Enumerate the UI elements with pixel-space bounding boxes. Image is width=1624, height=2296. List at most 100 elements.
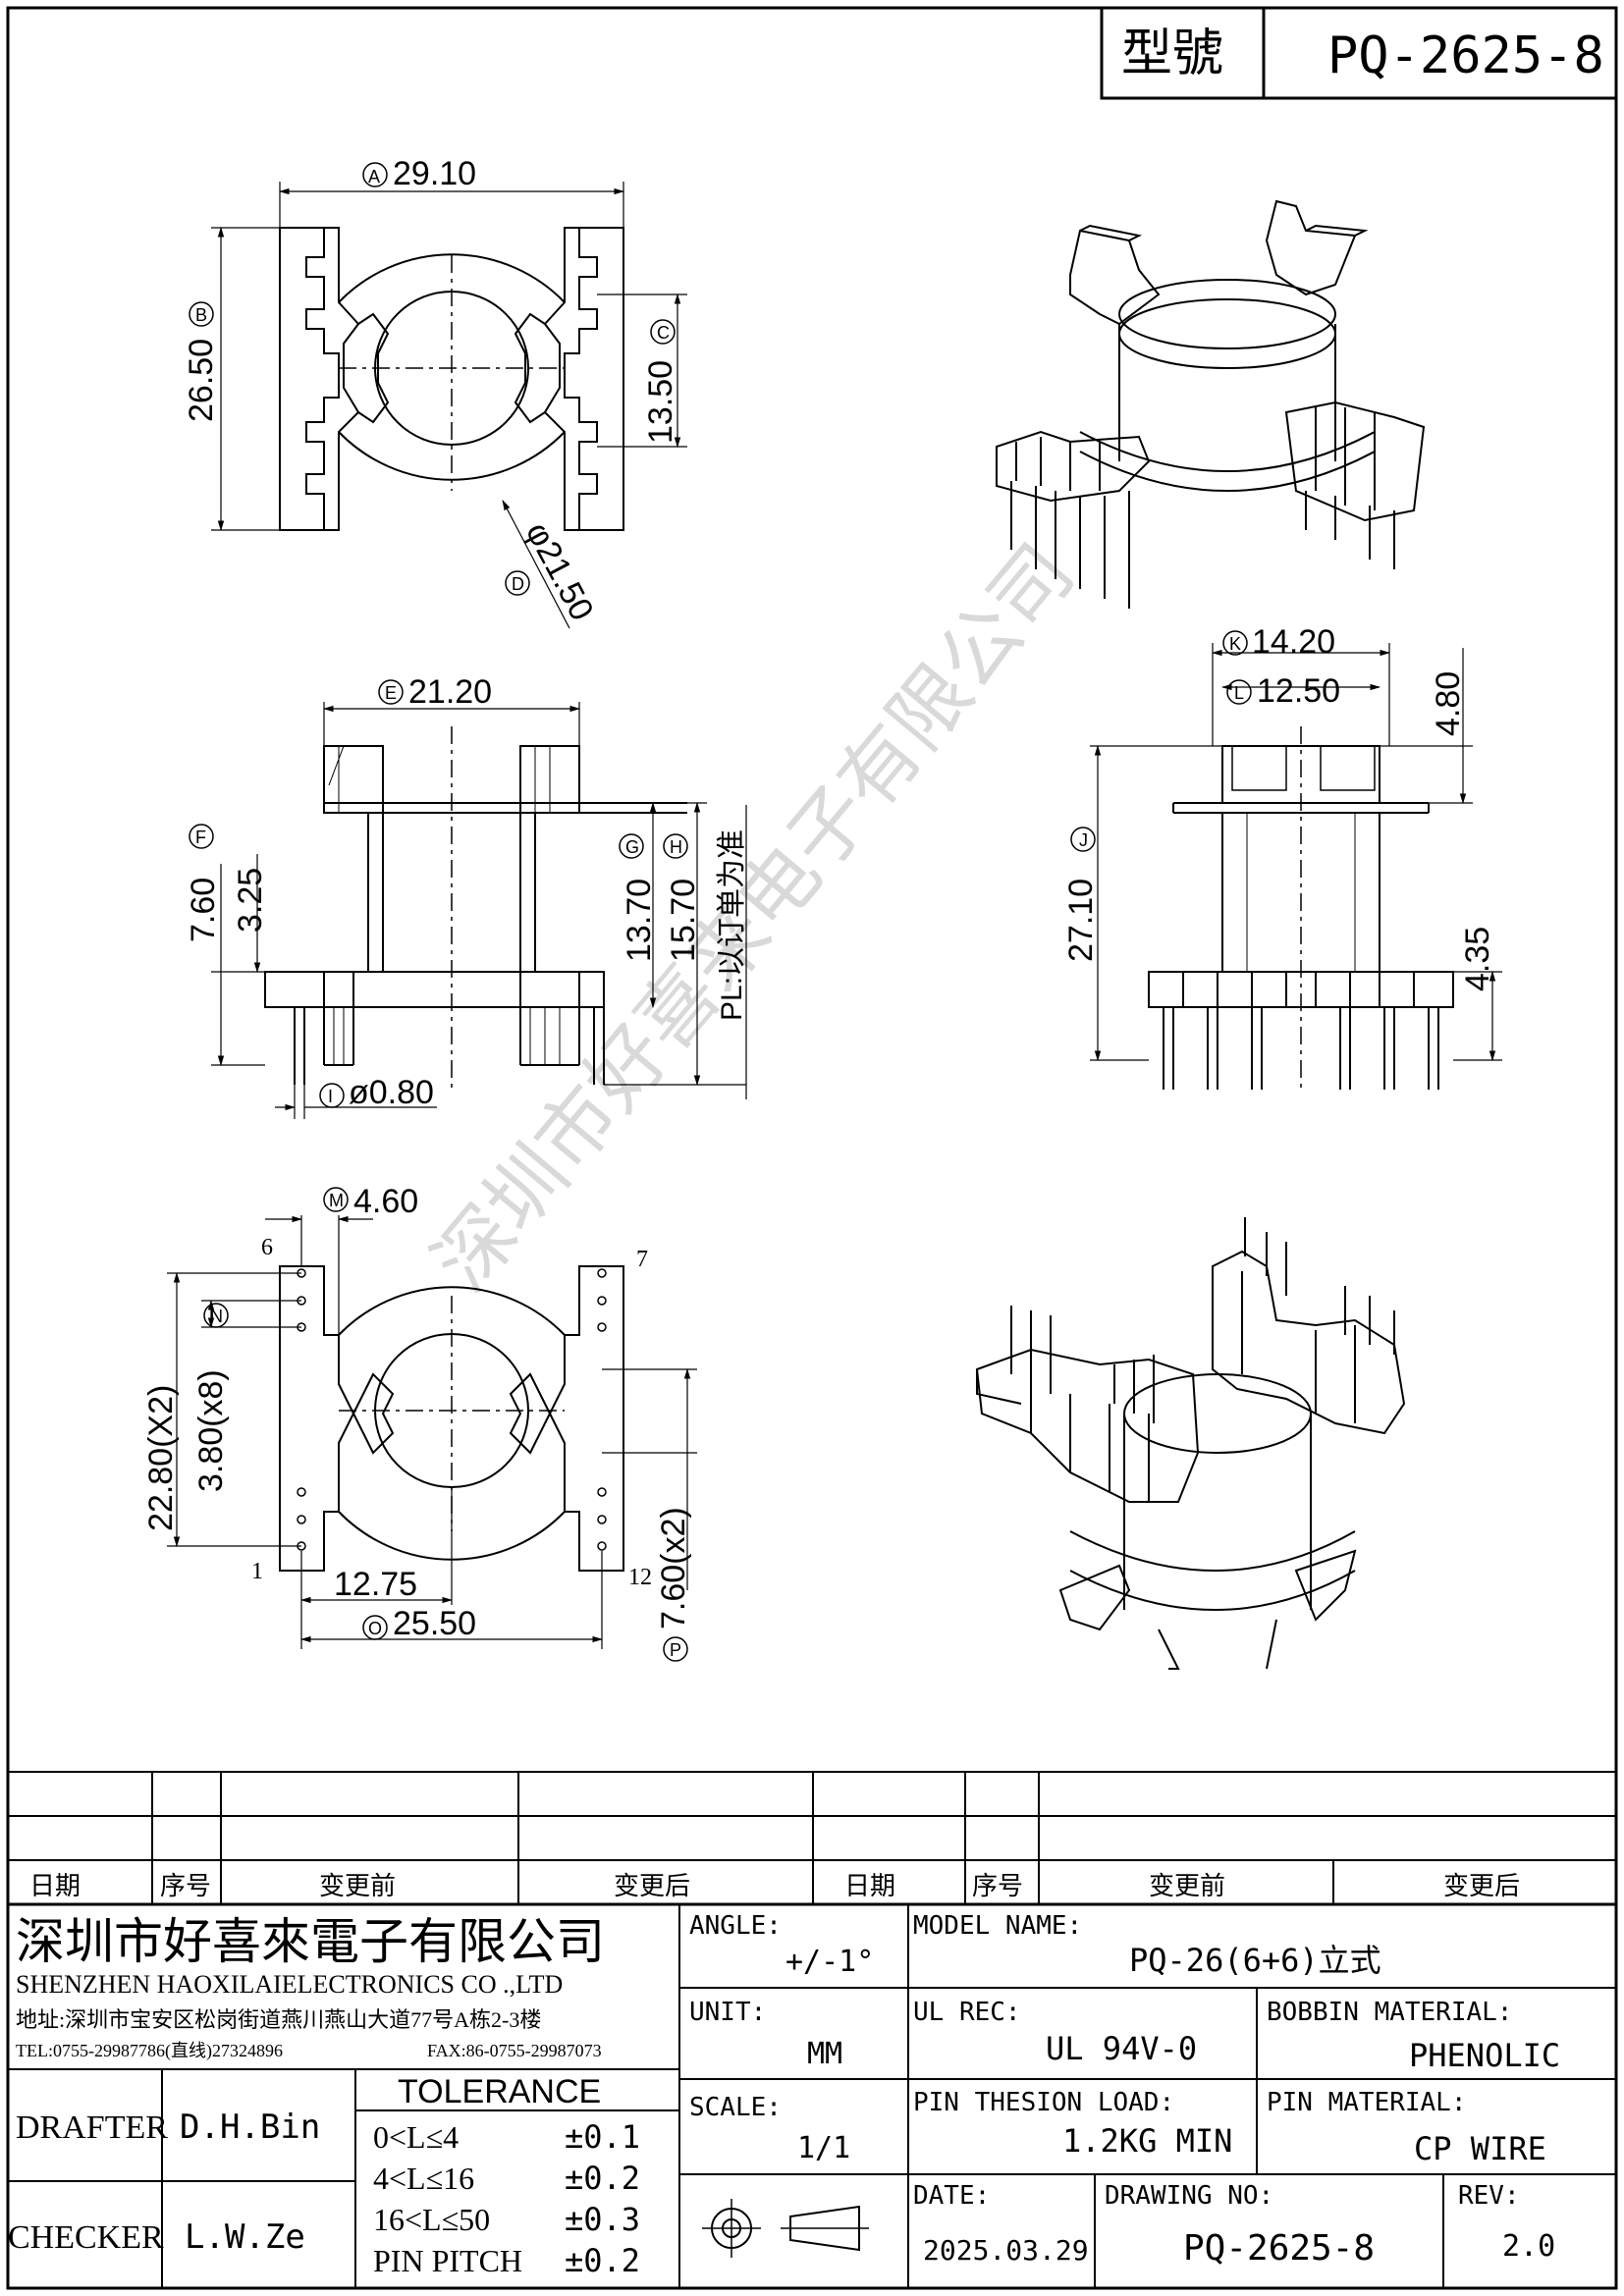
model-name-value: PQ-26(6+6)立式 [1129,1942,1381,1979]
company-name-cn: 深圳市好喜來電子有限公司 [16,1914,605,1969]
dim-top-right-value: 4.80 [1430,671,1467,736]
pin-6-label: 6 [261,1235,273,1260]
rev-header-after-2: 变更后 [1443,1872,1520,1900]
side-view: K 14.20 L 12.50 4.80 27.10 J 4.35 [1062,623,1502,1090]
dim-c-letter: C [657,323,670,343]
drafter-label: DRAFTER [16,2109,168,2146]
dim-p-value: 7.60(x2) [655,1507,692,1629]
pin-holes-right [597,1268,607,1551]
date-label: DATE: [913,2181,990,2211]
tol-range-3: PIN PITCH [373,2243,522,2278]
dim-b-letter: B [195,305,207,325]
model-name-label: MODEL NAME: [913,1911,1082,1941]
dim-j-letter: J [1079,830,1088,850]
tol-range-1: 4<L≤16 [373,2161,474,2196]
checker-value: L.W.Ze [185,2217,305,2257]
dim-l-value: 12.50 [1257,672,1340,710]
date-value: 2025.03.29 [923,2234,1089,2267]
rev-value: 2.0 [1502,2229,1555,2264]
revision-table: 日期 序号 变更前 变更后 日期 序号 变更前 变更后 [8,1771,1616,1906]
tol-value-0: ±0.1 [565,2118,640,2156]
dim-i-letter: I [328,1087,333,1106]
company-name-en: SHENZHEN HAOXILAIELECTRONICS CO .,LTD [16,1970,563,1999]
angle-label: ANGLE: [689,1911,782,1941]
rev-label: REV: [1458,2181,1520,2211]
dim-j-value: 27.10 [1062,879,1100,962]
title-block: 深圳市好喜來電子有限公司 SHENZHEN HAOXILAIELECTRONIC… [8,1904,1616,2288]
dim-f-value: 7.60 [185,878,222,942]
rev-header-date-2: 日期 [844,1872,895,1900]
dim-o-letter: O [368,1619,382,1638]
tol-range-0: 0<L≤4 [373,2119,459,2155]
dim-m-letter: M [329,1191,344,1210]
dim-h-letter: H [670,837,682,857]
tol-value-2: ±0.3 [565,2201,640,2238]
rev-header-seq-2: 序号 [972,1872,1023,1900]
dim-e-letter: E [385,683,397,703]
dim-n2-value: 22.80(X2) [142,1385,180,1531]
isometric-view-top [996,199,1426,609]
dim-a-letter: A [368,167,380,187]
isometric-view-bottom [975,1217,1406,1670]
pin-12-label: 12 [628,1565,652,1590]
unit-value: MM [807,2037,842,2071]
rev-header-date-1: 日期 [29,1872,81,1900]
dim-g-value: 13.70 [621,879,658,962]
dim-o-value: 25.50 [393,1605,476,1642]
rev-header-after-1: 变更后 [614,1872,690,1900]
dim-b-value: 26.50 [183,339,220,422]
company-tel: TEL:0755-29987786(直线)27324896 [16,2041,283,2061]
dim-n-letter: N [210,1307,223,1326]
bottom-view: 6 7 1 12 M 4.60 22.80(X2) 3.80(x8) N 12. [142,1183,697,1662]
model-label: 型號 [1121,27,1223,82]
projection-symbol-icon [702,2199,869,2258]
pin-7-label: 7 [636,1247,648,1272]
pin-tension-label: PIN THESION LOAD: [913,2088,1174,2117]
dim-g-letter: G [625,837,639,857]
dim-k-value: 14.20 [1252,623,1335,661]
dim-p-letter: P [670,1640,681,1660]
top-view: A 29.10 26.50 B 13.50 C φ21.50 D [183,155,687,629]
pin-holes-left [297,1268,306,1551]
scale-value: 1/1 [797,2131,850,2165]
company-fax: FAX:86-0755-29987073 [427,2041,602,2060]
rev-header-before-2: 变更前 [1149,1872,1225,1900]
ul-value: UL 94V-0 [1046,2030,1197,2067]
dim-f2-value: 3.25 [232,868,269,933]
dim-m-value: 4.60 [353,1183,418,1220]
tol-range-2: 16<L≤50 [373,2202,490,2237]
ul-label: UL REC: [913,1998,1021,2027]
dim-f-letter: F [195,828,206,847]
checker-label: CHECKER [8,2219,164,2256]
dim-a-value: 29.10 [393,155,476,192]
rev-header-seq-1: 序号 [160,1872,211,1900]
dim-e-value: 21.20 [408,673,492,711]
tol-value-1: ±0.2 [565,2160,640,2197]
pin-material-value: CP WIRE [1414,2130,1546,2167]
drawing-no-value: PQ-2625-8 [1183,2228,1375,2269]
dim-d-letter: D [512,574,524,594]
tolerance-title: TOLERANCE [398,2073,601,2110]
rev-header-before-1: 变更前 [319,1872,396,1900]
front-view: E 21.20 7.60 F 3.25 13.70 15.70 G H [185,673,748,1119]
sheet-border [6,6,1618,2290]
pin-1-label: 1 [251,1559,263,1584]
bobbin-value: PHENOLIC [1409,2037,1560,2074]
dim-h-value: 15.70 [665,879,702,962]
model-value: PQ-2625-8 [1327,27,1604,85]
pin-material-label: PIN MATERIAL: [1267,2088,1467,2117]
drafter-value: D.H.Bin [180,2108,320,2147]
tol-value-3: ±0.2 [565,2242,640,2279]
drawing-no-label: DRAWING NO: [1105,2181,1273,2211]
dim-n-value: 3.80(x8) [192,1369,230,1492]
dim-o2-value: 12.75 [334,1566,417,1603]
scale-label: SCALE: [689,2093,782,2122]
company-address: 地址:深圳市宝安区松岗街道燕川燕山大道77号A栋2-3楼 [16,2007,541,2032]
pl-note: PL:以订单为准 [716,829,748,1021]
header-model-box: 型號 PQ-2625-8 [1100,6,1618,100]
dim-c-value: 13.50 [642,360,679,444]
dim-d-value: φ21.50 [518,516,601,626]
bobbin-label: BOBBIN MATERIAL: [1267,1998,1512,2027]
unit-label: UNIT: [689,1998,766,2027]
